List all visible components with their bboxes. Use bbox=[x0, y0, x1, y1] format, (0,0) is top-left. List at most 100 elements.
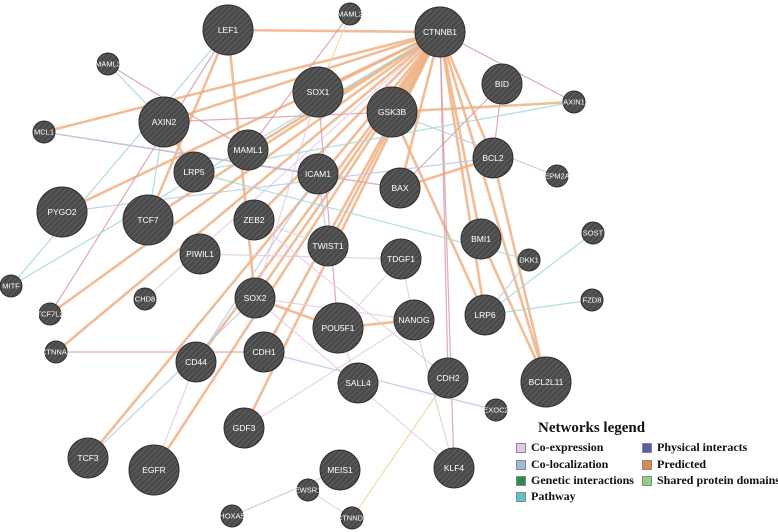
node-gdf3[interactable]: GDF3 bbox=[223, 407, 265, 449]
node-label: CDH2 bbox=[436, 373, 459, 383]
node-ctnnb1[interactable]: CTNNB1 bbox=[414, 6, 466, 58]
edge-predicted bbox=[438, 31, 487, 316]
node-circle bbox=[427, 357, 469, 399]
node-exoc2[interactable]: EXOC2 bbox=[483, 398, 509, 422]
node-circle bbox=[36, 186, 88, 238]
node-circle bbox=[0, 274, 23, 298]
edge-physical bbox=[317, 91, 339, 329]
node-cdh2[interactable]: CDH2 bbox=[427, 357, 469, 399]
node-label: SOST bbox=[583, 229, 604, 238]
edge-colocalization bbox=[43, 131, 319, 175]
node-circle bbox=[38, 302, 62, 326]
node-circle bbox=[312, 302, 364, 354]
node-chd8[interactable]: CHD8 bbox=[133, 287, 157, 311]
node-tdgf1[interactable]: TDGF1 bbox=[380, 238, 422, 280]
node-epm2a[interactable]: EPM2A bbox=[544, 164, 570, 188]
node-label: GSK3B bbox=[378, 107, 407, 117]
node-hoxa5[interactable]: HOXA5 bbox=[219, 504, 245, 528]
node-lrp5[interactable]: LRP5 bbox=[173, 151, 215, 193]
node-twist1[interactable]: TWIST1 bbox=[307, 225, 349, 267]
genetic-interactions-swatch bbox=[516, 475, 526, 486]
node-zeb2[interactable]: ZEB2 bbox=[233, 199, 275, 241]
node-gsk3b[interactable]: GSK3B bbox=[366, 86, 418, 138]
node-meis1[interactable]: MEIS1 bbox=[319, 449, 361, 491]
node-mitf[interactable]: MITF bbox=[0, 274, 23, 298]
node-label: TCF3 bbox=[77, 453, 99, 463]
node-ctnna1[interactable]: CTNNA1 bbox=[41, 340, 71, 364]
node-ctnnd2[interactable]: CTNND2 bbox=[337, 506, 367, 530]
node-axin2[interactable]: AXIN2 bbox=[138, 96, 190, 148]
node-label: CHD8 bbox=[135, 295, 155, 304]
node-fzd8[interactable]: FZD8 bbox=[580, 288, 604, 312]
node-label: ICAM1 bbox=[305, 169, 331, 179]
node-label: MAML1 bbox=[233, 145, 263, 155]
networks-legend: Networks legend Co-expression Co-localiz… bbox=[514, 420, 778, 532]
node-sost[interactable]: SOST bbox=[581, 221, 605, 245]
node-circle bbox=[202, 4, 254, 56]
node-label: PYGO2 bbox=[47, 207, 77, 217]
edge-predicted bbox=[390, 111, 487, 316]
edge-colocalization bbox=[195, 173, 319, 363]
node-label: MAML3 bbox=[95, 60, 121, 69]
node-circle bbox=[173, 151, 215, 193]
node-tcf3[interactable]: TCF3 bbox=[67, 437, 109, 479]
node-label: EXOC2 bbox=[483, 406, 508, 415]
node-nanog[interactable]: NANOG bbox=[393, 299, 435, 341]
node-tcf7l2[interactable]: TCF7L2 bbox=[36, 302, 64, 326]
node-label: FZD8 bbox=[583, 296, 602, 305]
node-maml1[interactable]: MAML1 bbox=[227, 129, 269, 171]
node-label: TCF7L2 bbox=[36, 310, 63, 319]
node-maml3[interactable]: MAML3 bbox=[95, 52, 121, 76]
node-circle bbox=[233, 199, 275, 241]
node-label: BID bbox=[495, 79, 509, 89]
edge-predicted bbox=[43, 30, 441, 134]
legend-item-physical-interacts: Physical interacts bbox=[642, 440, 747, 455]
legend-label: Shared protein domains bbox=[657, 473, 778, 487]
node-bcl2[interactable]: BCL2 bbox=[472, 137, 514, 179]
node-circle bbox=[581, 221, 605, 245]
edge-predicted bbox=[49, 30, 441, 316]
edge-shared bbox=[351, 377, 449, 519]
node-egfr[interactable]: EGFR bbox=[128, 444, 180, 496]
node-pou5f1[interactable]: POU5F1 bbox=[312, 302, 364, 354]
node-label: LRP5 bbox=[183, 167, 205, 177]
node-lef1[interactable]: LEF1 bbox=[202, 4, 254, 56]
node-axin1[interactable]: AXIN1 bbox=[562, 90, 586, 114]
node-mcl1[interactable]: MCL1 bbox=[32, 120, 56, 144]
node-circle bbox=[307, 225, 349, 267]
edge-layer bbox=[10, 13, 594, 519]
node-icam1[interactable]: ICAM1 bbox=[297, 153, 339, 195]
node-bid[interactable]: BID bbox=[481, 63, 523, 105]
node-lrp6[interactable]: LRP6 bbox=[464, 294, 506, 336]
node-piwil1[interactable]: PIWIL1 bbox=[179, 233, 221, 275]
node-label: LEF1 bbox=[218, 25, 239, 35]
node-circle bbox=[175, 341, 217, 383]
node-bax[interactable]: BAX bbox=[379, 167, 421, 209]
node-sox2[interactable]: SOX2 bbox=[234, 277, 276, 319]
node-cd44[interactable]: CD44 bbox=[175, 341, 217, 383]
edge-coexpression bbox=[254, 91, 319, 299]
node-tcf7[interactable]: TCF7 bbox=[122, 194, 174, 246]
node-ewsr1[interactable]: EWSR1 bbox=[295, 478, 322, 502]
node-label: SOX1 bbox=[307, 87, 330, 97]
node-circle bbox=[292, 66, 344, 118]
node-bcl2l11[interactable]: BCL2L11 bbox=[520, 356, 572, 408]
node-label: CTNNA1 bbox=[41, 348, 71, 357]
node-dkk1[interactable]: DKK1 bbox=[517, 248, 541, 272]
node-label: PIWIL1 bbox=[186, 249, 214, 259]
node-label: EPM2A bbox=[544, 172, 569, 181]
node-klf4[interactable]: KLF4 bbox=[433, 447, 475, 489]
node-label: EWSR1 bbox=[295, 486, 322, 495]
node-circle bbox=[179, 233, 221, 275]
node-maml2[interactable]: MAML2 bbox=[337, 2, 363, 26]
node-bmi1[interactable]: BMI1 bbox=[460, 218, 502, 260]
node-cdh1[interactable]: CDH1 bbox=[243, 331, 285, 373]
node-sall4[interactable]: SALL4 bbox=[337, 362, 379, 404]
node-label: KLF4 bbox=[444, 463, 465, 473]
legend-label: Pathway bbox=[531, 489, 576, 503]
node-sox1[interactable]: SOX1 bbox=[292, 66, 344, 118]
edge-physical bbox=[163, 111, 393, 123]
node-label: EGFR bbox=[142, 465, 166, 475]
node-pygo2[interactable]: PYGO2 bbox=[36, 186, 88, 238]
node-circle bbox=[562, 90, 586, 114]
